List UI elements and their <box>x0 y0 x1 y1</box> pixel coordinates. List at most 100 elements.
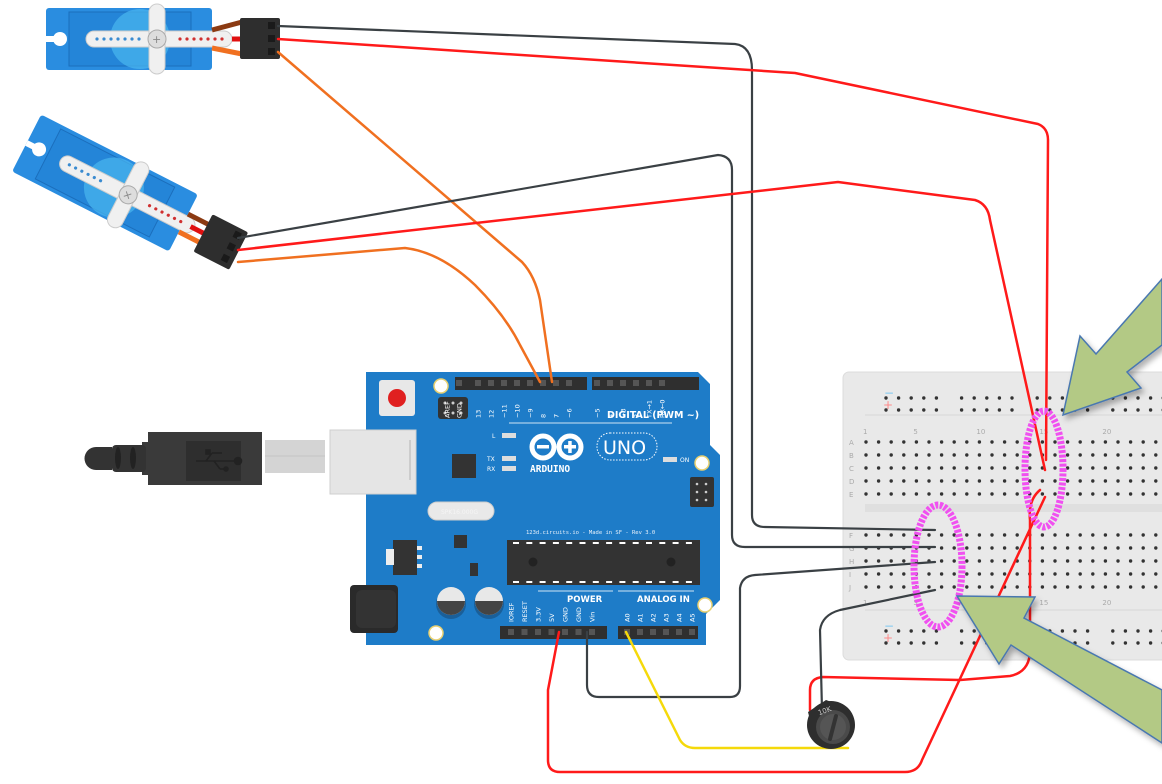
terminal-hole[interactable] <box>889 440 893 444</box>
terminal-hole[interactable] <box>952 546 956 550</box>
terminal-hole[interactable] <box>977 546 982 550</box>
terminal-hole[interactable] <box>1065 546 1070 550</box>
rail-hole[interactable] <box>1010 396 1014 400</box>
rail-hole[interactable] <box>1048 396 1052 400</box>
terminal-hole[interactable] <box>939 533 944 537</box>
terminal-hole[interactable] <box>1128 572 1133 576</box>
terminal-hole[interactable] <box>1141 440 1145 444</box>
terminal-hole[interactable] <box>1078 440 1082 444</box>
header-pin[interactable] <box>501 380 507 386</box>
terminal-hole[interactable] <box>1116 585 1120 589</box>
terminal-hole[interactable] <box>977 453 982 457</box>
header-pin[interactable] <box>646 380 652 386</box>
terminal-hole[interactable] <box>1091 440 1095 444</box>
terminal-hole[interactable] <box>1078 492 1082 496</box>
terminal-hole[interactable] <box>1091 546 1095 550</box>
terminal-hole[interactable] <box>977 466 982 470</box>
rail-hole[interactable] <box>909 641 913 645</box>
terminal-hole[interactable] <box>927 453 931 457</box>
terminal-hole[interactable] <box>1116 546 1120 550</box>
rail-hole[interactable] <box>959 629 964 633</box>
terminal-hole[interactable] <box>1065 572 1070 576</box>
rail-hole[interactable] <box>1111 641 1115 645</box>
terminal-hole[interactable] <box>1154 546 1158 550</box>
header-pin[interactable] <box>659 380 665 386</box>
rail-hole[interactable] <box>1085 408 1090 412</box>
rail-hole[interactable] <box>985 408 989 412</box>
rail-hole[interactable] <box>1123 629 1128 633</box>
terminal-hole[interactable] <box>1154 466 1158 470</box>
rail-hole[interactable] <box>922 629 926 633</box>
terminal-hole[interactable] <box>1002 533 1007 537</box>
header-pin[interactable] <box>535 629 541 635</box>
terminal-hole[interactable] <box>1154 533 1158 537</box>
terminal-hole[interactable] <box>1141 533 1145 537</box>
terminal-hole[interactable] <box>1002 453 1007 457</box>
rail-hole[interactable] <box>934 396 939 400</box>
terminal-hole[interactable] <box>864 440 868 444</box>
terminal-hole[interactable] <box>952 572 956 576</box>
terminal-hole[interactable] <box>1154 572 1158 576</box>
terminal-hole[interactable] <box>1015 453 1019 457</box>
terminal-hole[interactable] <box>952 559 956 563</box>
terminal-hole[interactable] <box>864 559 868 563</box>
terminal-hole[interactable] <box>1065 479 1070 483</box>
rail-hole[interactable] <box>909 396 913 400</box>
terminal-hole[interactable] <box>889 559 893 563</box>
rail-hole[interactable] <box>1073 629 1077 633</box>
terminal-hole[interactable] <box>1065 585 1070 589</box>
wire-pot-signal-a0[interactable] <box>624 630 850 750</box>
terminal-hole[interactable] <box>1002 492 1007 496</box>
rail-hole[interactable] <box>896 629 901 633</box>
terminal-hole[interactable] <box>1053 479 1057 483</box>
terminal-hole[interactable] <box>876 440 881 444</box>
terminal-hole[interactable] <box>952 453 956 457</box>
terminal-hole[interactable] <box>939 440 944 444</box>
terminal-hole[interactable] <box>1116 466 1120 470</box>
terminal-hole[interactable] <box>1141 559 1145 563</box>
terminal-hole[interactable] <box>1002 479 1007 483</box>
header-pin[interactable] <box>562 629 568 635</box>
rail-hole[interactable] <box>934 408 939 412</box>
terminal-hole[interactable] <box>1103 492 1108 496</box>
terminal-hole[interactable] <box>927 466 931 470</box>
terminal-hole[interactable] <box>965 440 969 444</box>
terminal-hole[interactable] <box>1078 585 1082 589</box>
terminal-hole[interactable] <box>1002 466 1007 470</box>
rail-hole[interactable] <box>1085 641 1090 645</box>
terminal-hole[interactable] <box>1078 479 1082 483</box>
wire-servo1-power[interactable] <box>276 37 1050 462</box>
terminal-hole[interactable] <box>1040 572 1045 576</box>
rail-hole[interactable] <box>896 396 901 400</box>
terminal-hole[interactable] <box>1091 559 1095 563</box>
terminal-hole[interactable] <box>1154 585 1158 589</box>
terminal-hole[interactable] <box>1128 559 1133 563</box>
terminal-hole[interactable] <box>902 453 906 457</box>
terminal-hole[interactable] <box>965 572 969 576</box>
rail-hole[interactable] <box>1123 641 1128 645</box>
terminal-hole[interactable] <box>990 585 994 589</box>
rail-hole[interactable] <box>896 408 901 412</box>
terminal-hole[interactable] <box>990 572 994 576</box>
terminal-hole[interactable] <box>927 479 931 483</box>
terminal-hole[interactable] <box>977 440 982 444</box>
rail-hole[interactable] <box>972 629 976 633</box>
terminal-hole[interactable] <box>876 585 881 589</box>
rail-hole[interactable] <box>884 641 888 645</box>
rail-hole[interactable] <box>959 641 964 645</box>
rail-hole[interactable] <box>1136 396 1140 400</box>
terminal-hole[interactable] <box>965 585 969 589</box>
terminal-hole[interactable] <box>876 559 881 563</box>
terminal-hole[interactable] <box>952 585 956 589</box>
terminal-hole[interactable] <box>965 492 969 496</box>
terminal-hole[interactable] <box>1141 479 1145 483</box>
terminal-hole[interactable] <box>1053 492 1057 496</box>
terminal-hole[interactable] <box>977 492 982 496</box>
terminal-hole[interactable] <box>1040 440 1045 444</box>
terminal-hole[interactable] <box>1053 559 1057 563</box>
terminal-hole[interactable] <box>1154 492 1158 496</box>
rail-hole[interactable] <box>1060 396 1065 400</box>
terminal-hole[interactable] <box>864 466 868 470</box>
terminal-hole[interactable] <box>1078 559 1082 563</box>
rail-hole[interactable] <box>1136 408 1140 412</box>
